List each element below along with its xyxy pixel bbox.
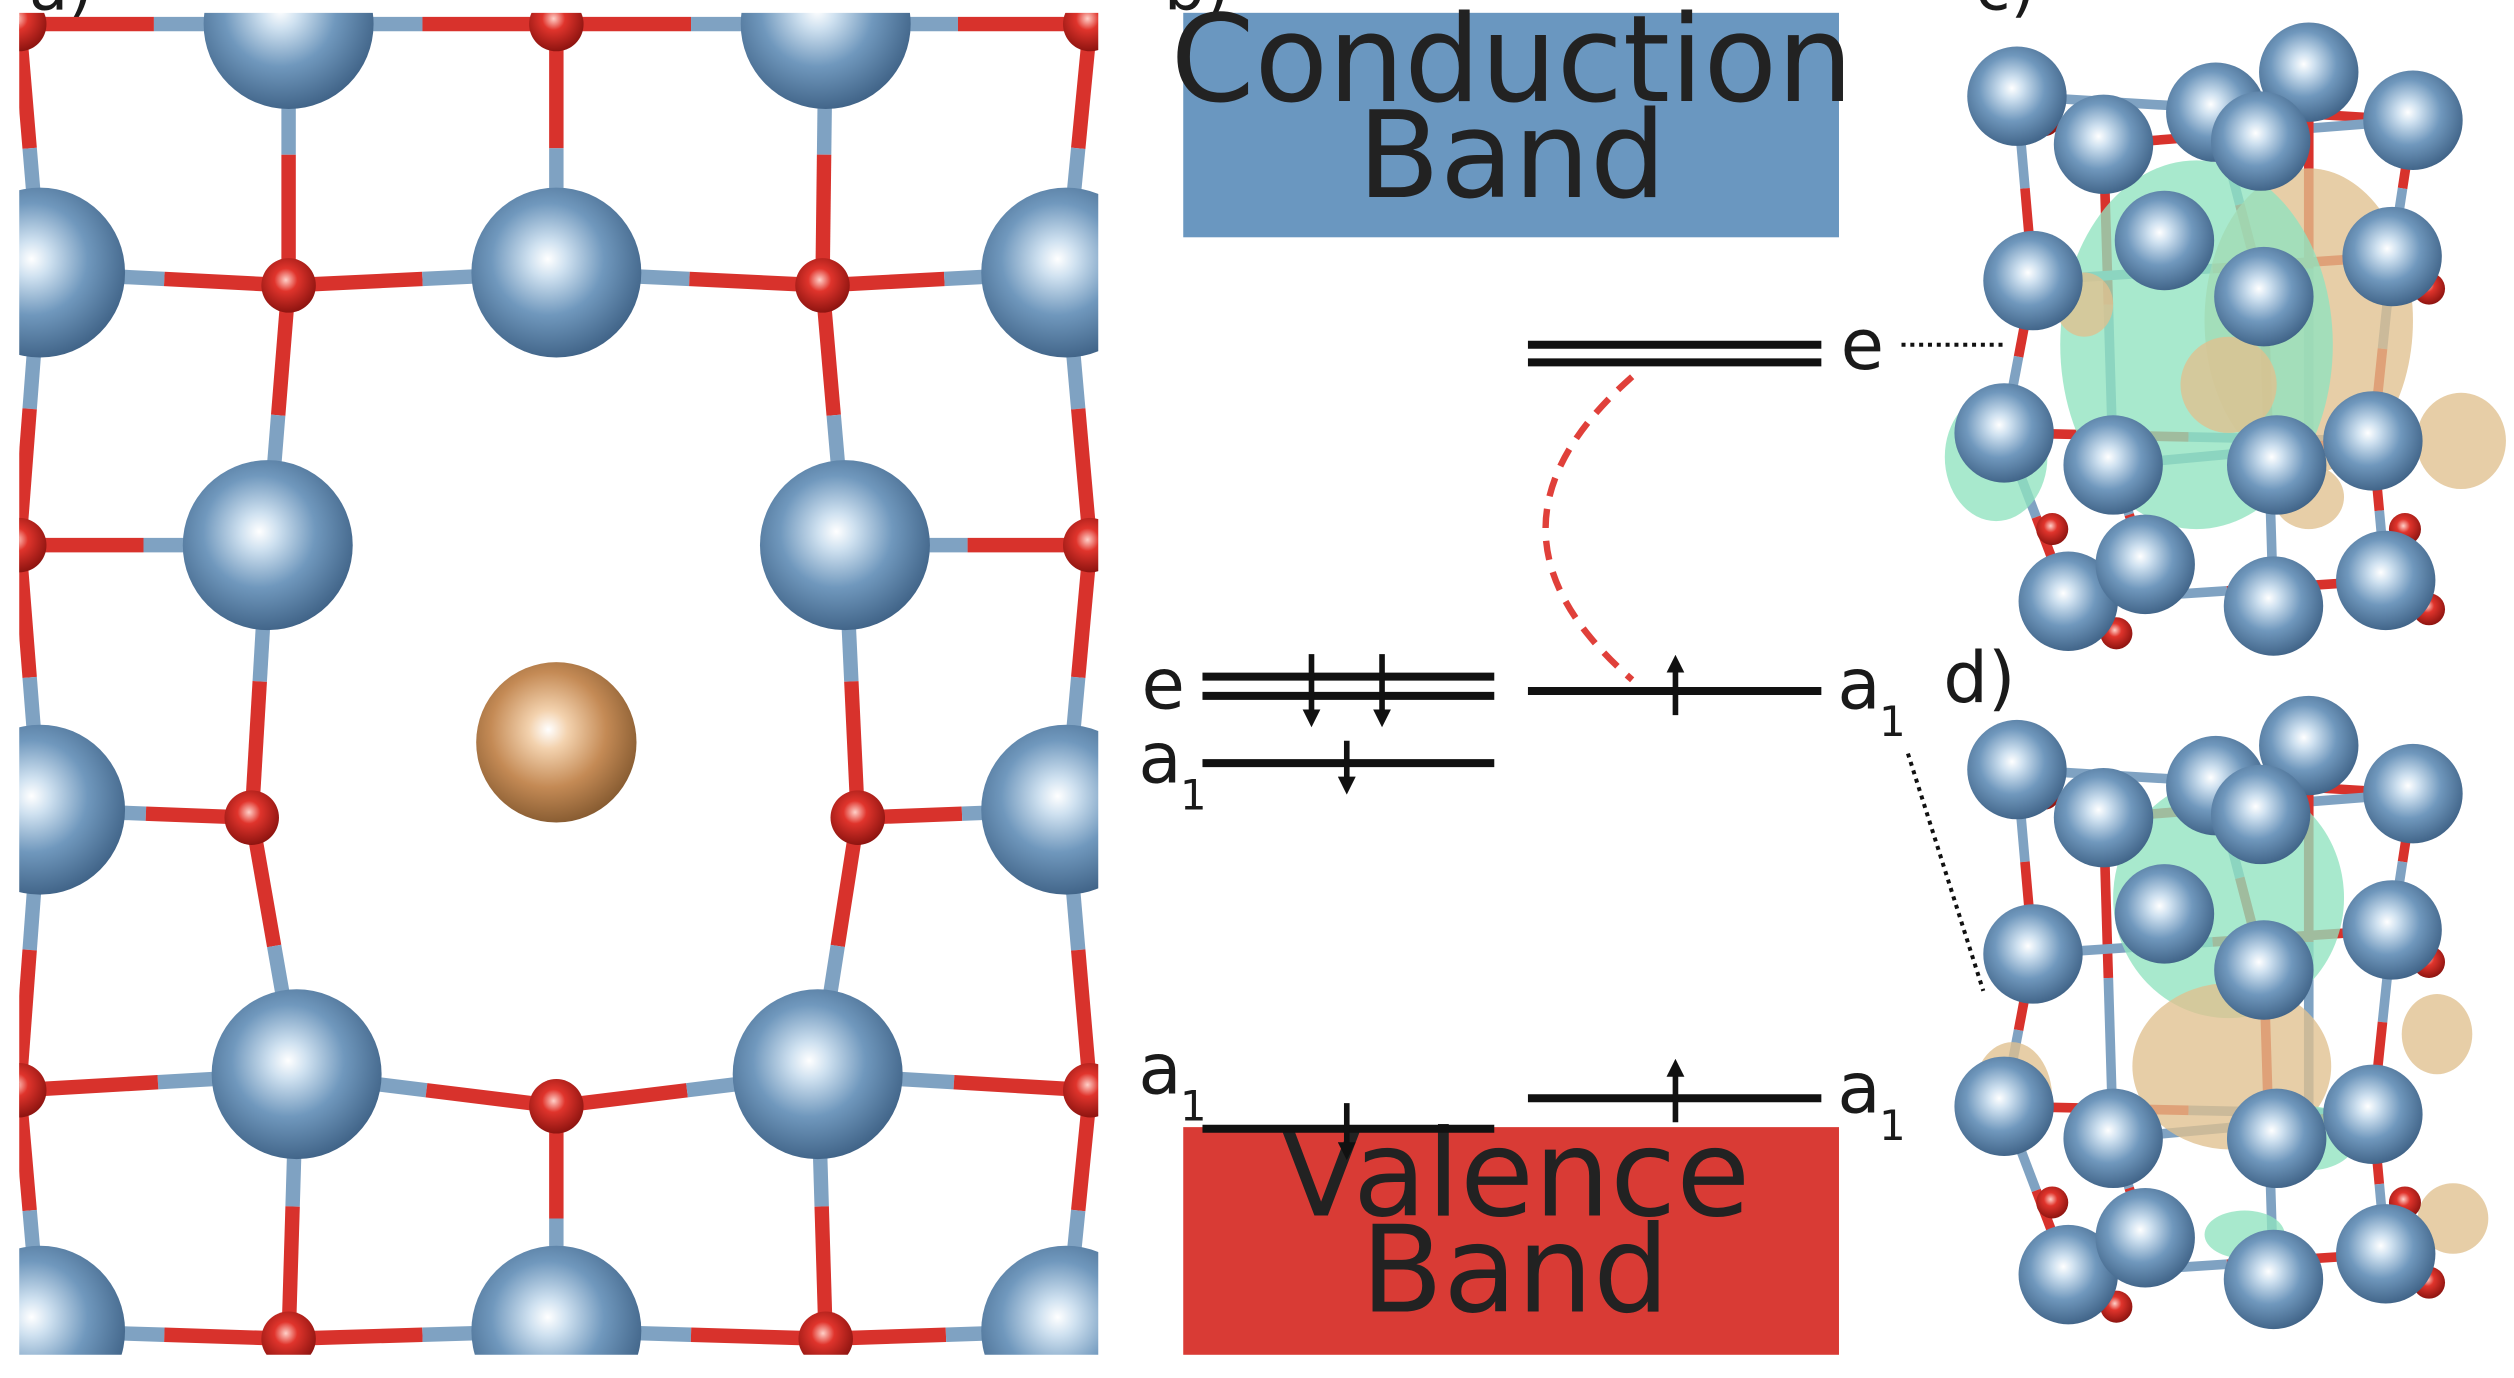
oxygen-atom — [529, 1079, 584, 1134]
metal-atom — [471, 187, 642, 358]
metal-atom — [1983, 904, 2083, 1004]
metal-atom — [2210, 91, 2311, 191]
left-lower-a1-label: a — [1138, 1028, 1181, 1110]
metal-atom — [2214, 246, 2314, 347]
metal-atom — [2259, 22, 2359, 122]
isosurface-lobe — [2401, 994, 2473, 1075]
crystal-lattice-panel — [19, 12, 1099, 1355]
oxygen-atom — [2036, 513, 2069, 546]
atom-cluster — [1954, 695, 2489, 1330]
metal-atom — [1954, 1056, 2054, 1156]
metal-atom — [19, 1245, 126, 1355]
oxygen-atom — [798, 1311, 853, 1355]
metal-atom — [471, 1245, 642, 1355]
metal-atom — [981, 1245, 1099, 1355]
metal-atom — [2095, 1188, 2195, 1288]
metal-atom — [2323, 1064, 2423, 1164]
metal-atom — [19, 187, 126, 358]
metal-atom — [2363, 70, 2463, 170]
metal-atom — [2342, 880, 2442, 980]
metal-atom — [1954, 383, 2054, 483]
right-lower-a1-label: a — [1837, 1048, 1880, 1130]
metal-atom — [1967, 46, 2067, 146]
isosurface-lobe — [2417, 1183, 2489, 1254]
metal-atom — [2259, 695, 2359, 796]
oxygen-atom — [19, 12, 47, 52]
isosurface-lobe — [2416, 392, 2506, 490]
metal-atom — [211, 989, 382, 1160]
dopant-atom — [476, 662, 637, 823]
left-e-label: e — [1142, 644, 1185, 726]
isosurface-lobe — [2180, 336, 2277, 433]
metal-atom — [981, 187, 1099, 358]
metal-atom — [981, 724, 1099, 895]
metal-atom — [2223, 556, 2324, 656]
transition-dashed-curve — [1542, 374, 1635, 683]
oxygen-atom — [1062, 1062, 1099, 1118]
oxygen-atom — [2036, 1186, 2069, 1219]
metal-atom — [2226, 415, 2327, 515]
metal-atom — [2214, 920, 2314, 1020]
oxygen-atom — [1062, 12, 1099, 52]
metal-atom — [2223, 1229, 2324, 1330]
oxygen-atom — [261, 258, 316, 313]
metal-atom — [2114, 864, 2215, 964]
metal-atom — [2095, 514, 2195, 615]
metal-atom — [2336, 530, 2436, 631]
conduction-band-label-1: Conduction — [1171, 0, 1854, 130]
left-lower-a1-subscript: 1 — [1180, 1082, 1207, 1131]
metal-atom — [2018, 551, 2118, 651]
energy-level-diagram: Conduction Band Valence Band e a 1 a 1 e — [1138, 0, 2015, 1355]
valence-band — [1183, 1127, 1839, 1355]
metal-atom — [759, 460, 930, 631]
conduction-band-label-2: Band — [1358, 86, 1667, 226]
metal-atom — [19, 724, 126, 895]
right-a1-label: a — [1837, 644, 1880, 726]
metal-atom — [2053, 94, 2154, 194]
oxygen-atom — [19, 1062, 47, 1118]
metal-atom — [2336, 1204, 2436, 1304]
right-lower-a1-subscript: 1 — [1879, 1101, 1906, 1150]
metal-atom — [1983, 230, 2083, 331]
left-a1-subscript: 1 — [1180, 771, 1207, 820]
metal-atom — [2342, 206, 2442, 307]
oxygen-atom — [1062, 517, 1099, 573]
metal-atom — [2053, 767, 2154, 868]
metal-atom — [2210, 764, 2311, 865]
oxygen-atom — [830, 790, 886, 845]
metal-atom — [1967, 719, 2067, 820]
valence-band-label-2: Band — [1361, 1200, 1670, 1340]
panel-label-c: c) — [1975, 0, 2035, 26]
oxygen-atom — [224, 790, 279, 845]
metal-atom — [732, 989, 903, 1160]
connector-dotted-line — [1906, 752, 1986, 992]
oxygen-atom — [19, 517, 47, 573]
oxygen-atom — [795, 258, 850, 313]
panel-label-d: d) — [1943, 637, 2015, 719]
metal-atom — [2063, 1088, 2163, 1189]
metal-atom — [203, 12, 374, 109]
metal-atom — [2363, 743, 2463, 844]
oxygen-atom — [261, 1311, 316, 1355]
metal-atom — [2226, 1088, 2327, 1189]
right-e-label: e — [1841, 304, 1884, 386]
left-a1-label: a — [1138, 717, 1181, 799]
right-a1-subscript: 1 — [1879, 697, 1906, 746]
atom-cluster — [1944, 22, 2506, 656]
metal-atom — [2323, 391, 2423, 491]
oxygen-atom — [529, 12, 584, 52]
metal-atom — [182, 460, 353, 631]
orbital-isosurface-panel — [1944, 22, 2506, 1330]
metal-atom — [2063, 415, 2163, 515]
metal-atom — [2018, 1224, 2118, 1325]
conduction-band — [1183, 12, 1839, 238]
metal-atom — [740, 12, 911, 109]
metal-atom — [2114, 190, 2215, 291]
